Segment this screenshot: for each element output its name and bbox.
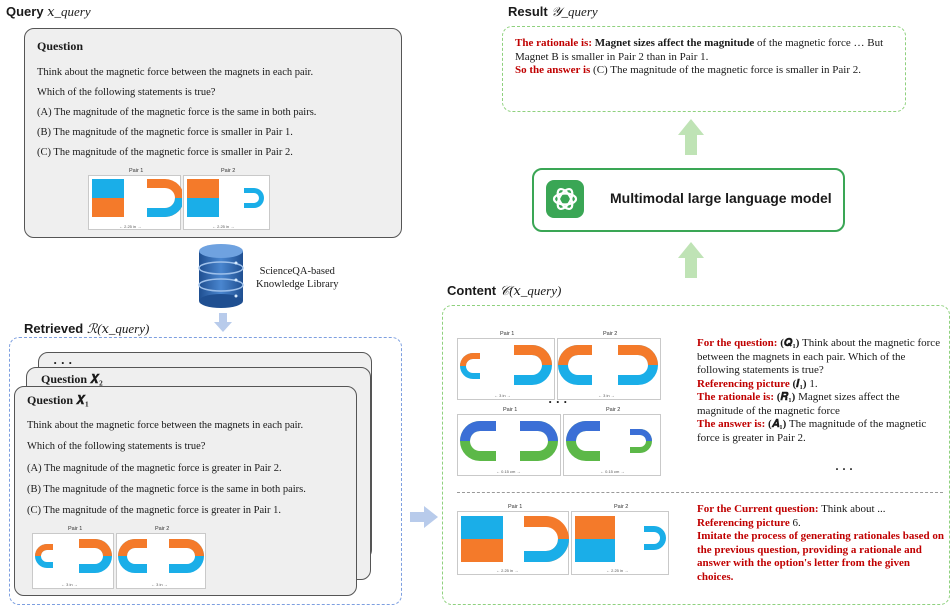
content-img2-pair1: Pair 1 ← 0.15 cm → <box>457 407 561 476</box>
up-arrow-model <box>678 242 704 278</box>
svg-text:← 3 in →: ← 3 in → <box>598 393 615 398</box>
content-current-text: For the Current question: Think about ..… <box>697 503 944 583</box>
content-img1-pair2: Pair 2 ← 3 in → <box>557 331 661 400</box>
retrieved-container <box>9 337 402 605</box>
knowledge-library-label: ScienceQA-based Knowledge Library <box>256 266 339 290</box>
content-text-ellipsis: · · · <box>835 462 854 476</box>
svg-text:← 2.25 in →: ← 2.25 in → <box>606 568 628 573</box>
svg-text:← 3 in →: ← 3 in → <box>151 582 168 587</box>
content-img2-pair2-magnets: ← 0.15 cm → <box>566 421 652 474</box>
pair-2-label: Pair 2 <box>221 168 236 174</box>
content-container <box>442 305 950 605</box>
content-img2-pair2: Pair 2 ← 0.15 cm → <box>563 407 661 476</box>
content-img3-pair2-magnets: ← 2.25 in → <box>575 516 666 573</box>
retrieved-pair-2-magnets: ← 3 in → <box>118 539 204 587</box>
svg-text:← 2.25 in →: ← 2.25 in → <box>212 224 234 229</box>
pair-1-label: Pair 1 <box>503 407 518 413</box>
down-arrow-retrieve <box>214 313 232 332</box>
retrieved-ellipsis: · · · <box>53 355 73 370</box>
query-pair-2-magnets: ← 2.25 in → <box>187 179 264 229</box>
svg-text:← 2.25 in →: ← 2.25 in → <box>119 224 141 229</box>
content-img2-pair1-magnets: ← 0.15 cm → <box>460 421 558 474</box>
question-x1-header: Question 𝑿₁ <box>27 393 89 407</box>
query-option-a: (A) The magnitude of the magnetic force … <box>37 107 317 118</box>
query-question-box: Question Think about the magnetic force … <box>24 28 402 238</box>
result-title: Result 𝒴_query <box>508 4 598 19</box>
content-img1-pair2-magnets: ← 3 in → <box>558 345 658 398</box>
svg-text:← 0.15 cm →: ← 0.15 cm → <box>496 469 520 474</box>
query-line-2: Which of the following statements is tru… <box>37 87 216 98</box>
query-pair-1-image: Pair 1 ← 2.25 in → <box>88 168 182 230</box>
query-pair-2-image: Pair 2 ← 2.25 in → <box>183 168 270 230</box>
retrieved-pair-1-magnets: ← 3 in → <box>35 539 112 587</box>
retrieved-card-1: Question 𝑿₁ Think about the magnetic for… <box>14 386 357 596</box>
content-img3-pair2: Pair 2 ← 2.25 in → <box>571 504 669 575</box>
content-img3-pair1: Pair 1 ← 2.25 in → <box>457 504 569 575</box>
svg-text:← 2.25 in →: ← 2.25 in → <box>496 568 518 573</box>
content-divider <box>457 492 943 493</box>
query-question-header: Question <box>37 39 84 53</box>
retrieved-option-b: (B) The magnitude of the magnetic force … <box>27 484 306 495</box>
retrieved-option-a: (A) The magnitude of the magnetic force … <box>27 463 282 474</box>
query-line-1: Think about the magnetic force between t… <box>37 67 314 78</box>
pair-2-label: Pair 2 <box>606 407 621 413</box>
pair-1-label: Pair 1 <box>508 504 523 510</box>
svg-text:← 0.15 cm →: ← 0.15 cm → <box>600 469 624 474</box>
query-option-c: (C) The magnitude of the magnetic force … <box>37 147 293 158</box>
retrieved-pair-1-image: Pair 1 ← 3 in → <box>32 526 114 589</box>
up-arrow-result <box>678 119 704 155</box>
query-title: Query 𝑥_query <box>6 4 91 19</box>
content-img3-pair1-magnets: ← 2.25 in → <box>461 516 569 573</box>
retrieved-pair-2-image: Pair 2 ← 3 in → <box>116 526 206 589</box>
svg-text:← 3 in →: ← 3 in → <box>494 393 511 398</box>
pair-1-label: Pair 1 <box>68 526 83 532</box>
content-example-text: For the question: (𝑸₁) Think about the m… <box>697 337 941 444</box>
pair-2-label: Pair 2 <box>603 331 618 337</box>
mllm-box: Multimodal large language model <box>532 168 845 232</box>
result-container: The rationale is: Magnet sizes affect th… <box>502 26 906 112</box>
openai-logo-icon <box>546 180 584 218</box>
retrieved-title: Retrieved ℛ(𝑥_query) <box>24 321 150 336</box>
query-option-b: (B) The magnitude of the magnetic force … <box>37 127 293 138</box>
pair-2-label: Pair 2 <box>614 504 629 510</box>
content-image-ellipsis: · · · <box>548 394 568 409</box>
right-arrow-to-content <box>410 506 438 528</box>
question-x2-header: Question 𝑿₂ <box>41 372 103 386</box>
retrieved-line-2: Which of the following statements is tru… <box>27 441 206 452</box>
content-img1-pair1: Pair 1 ← 3 in → <box>457 331 555 400</box>
content-img1-pair1-magnets: ← 3 in → <box>460 345 552 398</box>
svg-text:← 3 in →: ← 3 in → <box>61 582 78 587</box>
pair-1-label: Pair 1 <box>129 168 144 174</box>
database-icon <box>198 244 244 308</box>
content-title: Content 𝒞(𝑥_query) <box>447 283 562 298</box>
mllm-label: Multimodal large language model <box>610 190 832 206</box>
retrieved-line-1: Think about the magnetic force between t… <box>27 420 304 431</box>
result-text: The rationale is: Magnet sizes affect th… <box>515 37 884 76</box>
retrieved-option-c: (C) The magnitude of the magnetic force … <box>27 505 282 516</box>
pair-2-label: Pair 2 <box>155 526 170 532</box>
pair-1-label: Pair 1 <box>500 331 515 337</box>
query-pair-1-magnets: ← 2.25 in → <box>92 179 182 229</box>
